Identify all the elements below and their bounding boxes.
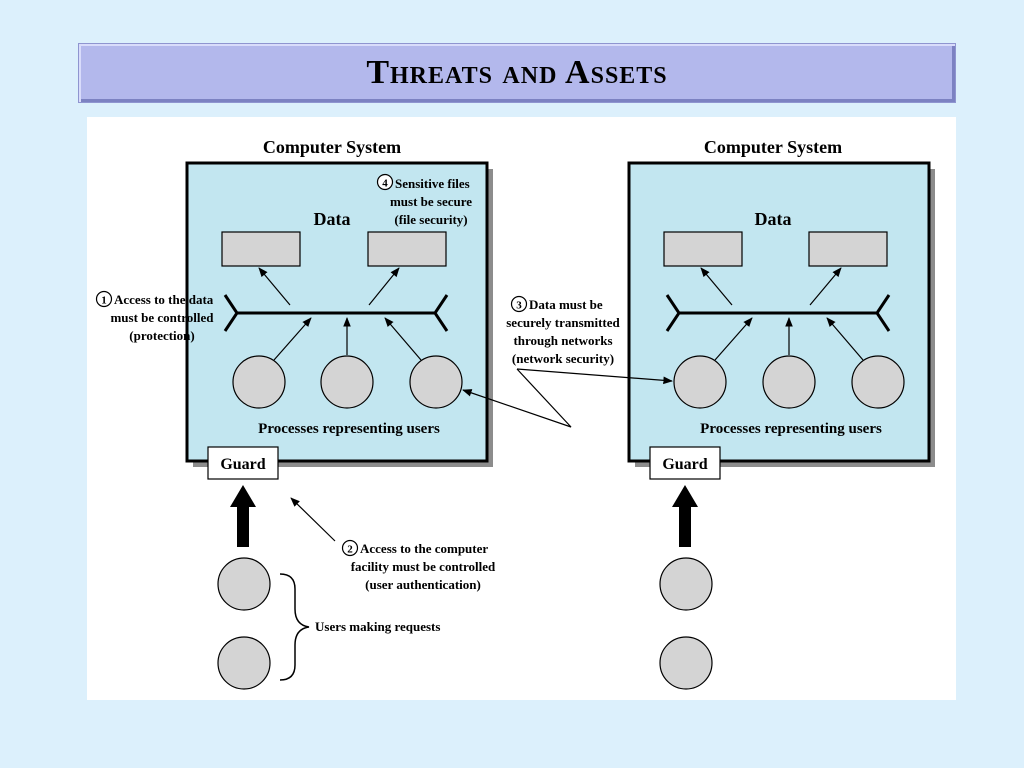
- threats-assets-diagram: Computer System Data Processes represent…: [95, 137, 935, 690]
- annotation-3-line-1: Data must be: [529, 297, 603, 312]
- annotation-4-line-2: must be secure: [390, 194, 472, 209]
- left-arrow-to-file-2: [368, 267, 400, 306]
- right-process-1: [673, 355, 727, 409]
- slide-title: Threats and Assets: [366, 54, 668, 91]
- left-proc3-arrow: [384, 317, 422, 361]
- annotation-2-line-3: (user authentication): [365, 577, 481, 592]
- annotation-2-pointer: [290, 497, 336, 542]
- right-process-2: [762, 355, 816, 409]
- right-data-label: Data: [755, 209, 792, 229]
- annotation-2-line-1: Access to the computer: [360, 541, 488, 556]
- left-process-1: [232, 355, 286, 409]
- left-processes-label: Processes representing users: [258, 421, 440, 437]
- right-arrow-to-file-2: [809, 267, 842, 306]
- right-data-file-2: [808, 231, 888, 267]
- left-guard-box: [207, 446, 279, 480]
- right-system-title: Computer System: [704, 137, 842, 157]
- right-bus-bracket-left: [665, 294, 681, 332]
- annotation-2-number-badge: [341, 539, 359, 557]
- annotation-4-line-1: Sensitive files: [395, 176, 470, 191]
- left-guard-label: Guard: [220, 456, 265, 473]
- users-making-requests-label: Users making requests: [315, 619, 440, 634]
- annotation-3-number-badge: [510, 295, 528, 313]
- annotation-3-line-2: securely transmitted: [506, 315, 620, 330]
- right-guard-label: Guard: [662, 456, 707, 473]
- annotation-2-line-2: facility must be controlled: [351, 559, 496, 574]
- right-process-3: [851, 355, 905, 409]
- annotation-2-user-authentication: 2 Access to the computer facility must b…: [290, 497, 496, 592]
- right-proc1-arrow: [714, 317, 753, 361]
- left-bus-bracket-left: [223, 294, 239, 332]
- annotation-4-line-3: (file security): [394, 212, 467, 227]
- left-guard-up-arrow: [230, 485, 256, 547]
- users-brace: [279, 573, 310, 681]
- annotation-1-line-3: (protection): [129, 328, 194, 343]
- right-processes-label: Processes representing users: [700, 421, 882, 437]
- annotation-3-line-4: (network security): [512, 351, 614, 366]
- annotation-1-line-1: Access to the data: [114, 292, 214, 307]
- right-arrow-to-file-1: [700, 267, 733, 306]
- left-proc1-arrow: [273, 317, 312, 361]
- left-data-file-1: [221, 231, 301, 267]
- annotation-3-pointer-left: [462, 368, 572, 428]
- right-guard-box: [649, 446, 721, 480]
- annotation-3-pointer-right: [516, 368, 673, 385]
- left-data-file-2: [367, 231, 447, 267]
- annotation-1-number: 1: [101, 295, 107, 307]
- annotation-2-number: 2: [347, 544, 353, 556]
- left-user-2: [217, 636, 271, 690]
- annotation-1-line-2: must be controlled: [110, 310, 214, 325]
- annotation-4-number-badge: [376, 173, 394, 191]
- annotation-3-number: 3: [516, 300, 522, 312]
- left-process-2: [320, 355, 374, 409]
- left-bus-bracket-right: [433, 294, 449, 332]
- right-bus-bracket-right: [875, 294, 891, 332]
- left-system-title: Computer System: [263, 137, 401, 157]
- annotation-1-protection: 1 Access to the data must be controlled …: [95, 290, 214, 343]
- right-guard-up-arrow: [672, 485, 698, 547]
- annotation-1-number-badge: [95, 290, 113, 308]
- diagram-panel: Computer System Data Processes represent…: [87, 117, 956, 700]
- right-proc3-arrow: [826, 317, 864, 361]
- left-data-label: Data: [314, 209, 351, 229]
- left-computer-system: Computer System Data Processes represent…: [185, 137, 493, 690]
- right-user-2: [659, 636, 713, 690]
- annotation-3-line-3: through networks: [513, 333, 612, 348]
- left-arrow-to-file-1: [258, 267, 291, 306]
- right-data-file-1: [663, 231, 743, 267]
- left-process-3: [409, 355, 463, 409]
- right-user-1: [659, 557, 713, 611]
- annotation-3-network-security: 3 Data must be securely transmitted thro…: [462, 295, 673, 428]
- right-computer-system: Computer System Data Processes represent…: [627, 137, 935, 690]
- annotation-4-number: 4: [382, 178, 388, 190]
- annotation-4-file-security: 4 Sensitive files must be secure (file s…: [376, 173, 472, 227]
- left-user-1: [217, 557, 271, 611]
- title-bar: Threats and Assets: [78, 43, 956, 103]
